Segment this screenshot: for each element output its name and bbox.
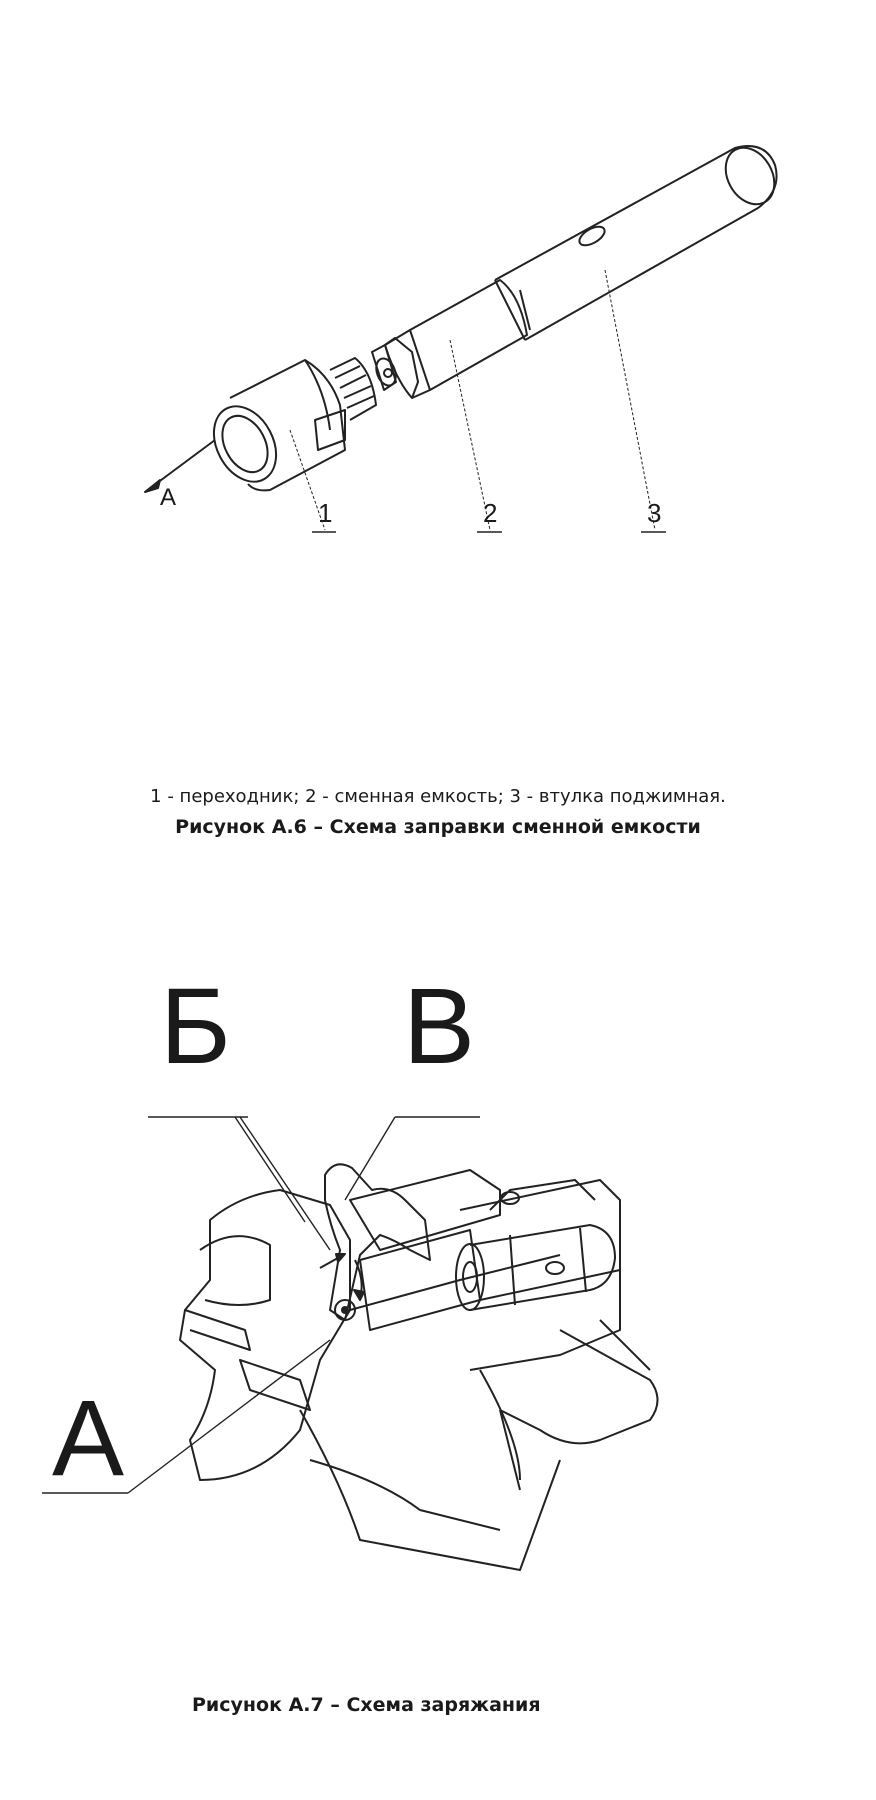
- mechanism-body: [179, 1169, 659, 1571]
- callout-1: 1: [318, 498, 333, 528]
- loading-scheme-illustration: [42, 1116, 659, 1571]
- motion-arrows: [319, 1253, 365, 1321]
- label-b: Б: [160, 965, 231, 1086]
- figure-a7-drawing: Б В А: [0, 972, 876, 1650]
- leader-lines: [289, 269, 656, 531]
- callout-2: 2: [483, 498, 498, 528]
- label-a: А: [52, 1377, 125, 1498]
- figure-a6-title: Рисунок А.6 – Схема заправки сменной емк…: [175, 816, 701, 838]
- figure-a6-drawing: 1 2 3 А: [0, 120, 876, 590]
- figure-a7-title: Рисунок А.7 – Схема заряжания: [192, 1694, 541, 1716]
- figure-a6-legend: 1 - переходник; 2 - сменная емкость; 3 -…: [150, 786, 726, 807]
- label-v: В: [403, 965, 476, 1086]
- cylinder-assembly: [455, 1179, 616, 1311]
- arrow-label-a: А: [160, 484, 177, 511]
- direction-arrow-a: [144, 439, 216, 493]
- part-1-adapter: [212, 357, 377, 492]
- callout-3: 3: [647, 498, 662, 528]
- part-3-sleeve: [494, 145, 778, 341]
- part-2-container: [371, 279, 531, 399]
- cocking-lever: [324, 1163, 431, 1321]
- refill-scheme-illustration: [144, 145, 778, 533]
- label-leaders: [42, 1116, 480, 1494]
